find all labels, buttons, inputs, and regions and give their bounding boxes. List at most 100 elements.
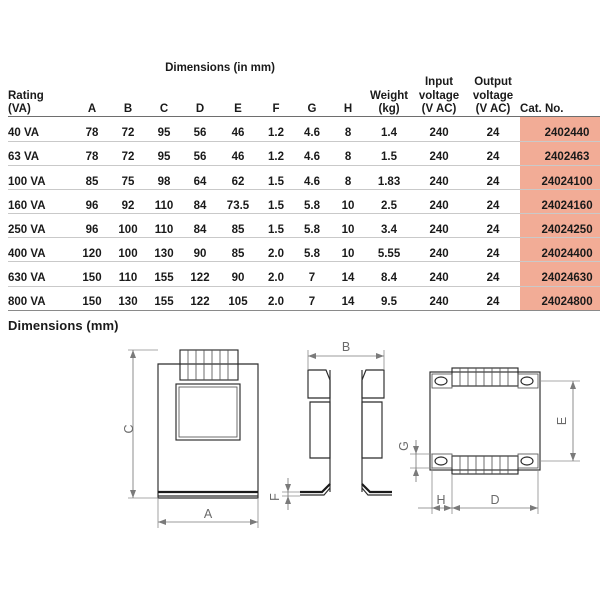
cell-output-voltage: 24 bbox=[466, 286, 521, 311]
col-header-g: G bbox=[294, 76, 330, 118]
cell-b: 130 bbox=[110, 286, 146, 311]
cell-d: 84 bbox=[182, 213, 218, 239]
cell-g: 7 bbox=[294, 286, 330, 311]
table-header: Dimensions (in mm) Rating (VA) A B C D E… bbox=[8, 62, 600, 118]
cell-rating: 250 VA bbox=[8, 213, 74, 239]
cell-rating: 630 VA bbox=[8, 261, 74, 287]
cell-cat-no: 24024250 bbox=[520, 213, 600, 239]
cell-input-voltage: 240 bbox=[412, 213, 467, 239]
cell-d: 84 bbox=[182, 189, 218, 215]
table-group-header-row: Dimensions (in mm) bbox=[8, 62, 600, 76]
cell-g: 4.6 bbox=[294, 165, 330, 190]
cell-weight: 1.83 bbox=[366, 165, 413, 190]
cell-weight: 8.4 bbox=[366, 261, 413, 287]
cell-a: 96 bbox=[74, 189, 110, 215]
cell-c: 95 bbox=[146, 116, 182, 142]
cell-h: 10 bbox=[330, 237, 367, 263]
cell-input-voltage: 240 bbox=[412, 286, 467, 311]
dimensions-section-title: Dimensions (mm) bbox=[8, 318, 119, 333]
cell-output-voltage: 24 bbox=[466, 237, 521, 263]
cell-b: 75 bbox=[110, 165, 146, 190]
col-header-cat-no: Cat. No. bbox=[520, 76, 600, 118]
front-view-drawing: C A bbox=[122, 349, 259, 528]
dimension-drawings: C A bbox=[0, 336, 600, 536]
cell-cat-no: 24024100 bbox=[520, 165, 600, 190]
col-header-b: B bbox=[110, 76, 146, 118]
col-header-input-voltage: Input voltage (V AC) bbox=[412, 76, 467, 118]
cell-e: 85 bbox=[218, 237, 258, 263]
cell-output-voltage: 24 bbox=[466, 189, 521, 215]
cell-b: 72 bbox=[110, 116, 146, 142]
cell-d: 90 bbox=[182, 237, 218, 263]
cell-a: 120 bbox=[74, 237, 110, 263]
col-header-weight: Weight (kg) bbox=[366, 76, 413, 118]
cell-h: 14 bbox=[330, 261, 367, 287]
cell-g: 7 bbox=[294, 261, 330, 287]
cell-c: 110 bbox=[146, 189, 182, 215]
cell-weight: 2.5 bbox=[366, 189, 413, 215]
group-header-blank-weight bbox=[366, 62, 412, 76]
cell-f: 1.5 bbox=[258, 165, 294, 190]
cell-c: 95 bbox=[146, 141, 182, 166]
cell-c: 155 bbox=[146, 286, 182, 311]
cell-a: 78 bbox=[74, 141, 110, 166]
cell-input-voltage: 240 bbox=[412, 141, 467, 166]
cell-g: 5.8 bbox=[294, 213, 330, 239]
col-header-h: H bbox=[330, 76, 367, 118]
cell-g: 5.8 bbox=[294, 189, 330, 215]
cell-weight: 5.55 bbox=[366, 237, 413, 263]
cell-h: 10 bbox=[330, 189, 367, 215]
cell-f: 1.2 bbox=[258, 141, 294, 166]
side-view-drawing: B F bbox=[268, 340, 392, 510]
cell-d: 64 bbox=[182, 165, 218, 190]
cell-d: 56 bbox=[182, 116, 218, 142]
drawings-svg: C A bbox=[122, 340, 580, 528]
cell-b: 92 bbox=[110, 189, 146, 215]
cell-c: 155 bbox=[146, 261, 182, 287]
col-header-d: D bbox=[182, 76, 218, 118]
dim-label-A: A bbox=[204, 507, 213, 521]
cell-a: 85 bbox=[74, 165, 110, 190]
col-header-output-voltage: Output voltage (V AC) bbox=[466, 76, 521, 118]
cell-rating: 160 VA bbox=[8, 189, 74, 215]
cell-d: 56 bbox=[182, 141, 218, 166]
cell-f: 1.5 bbox=[258, 213, 294, 239]
cell-f: 1.5 bbox=[258, 189, 294, 215]
cell-e: 46 bbox=[218, 116, 258, 142]
cell-output-voltage: 24 bbox=[466, 213, 521, 239]
cell-rating: 100 VA bbox=[8, 165, 74, 190]
transformer-spec-table: Dimensions (in mm) Rating (VA) A B C D E… bbox=[8, 62, 600, 311]
cell-h: 10 bbox=[330, 213, 367, 239]
cell-h: 8 bbox=[330, 116, 367, 142]
cell-c: 110 bbox=[146, 213, 182, 239]
cell-output-voltage: 24 bbox=[466, 165, 521, 190]
cell-rating: 800 VA bbox=[8, 286, 74, 311]
dim-label-G: G bbox=[397, 441, 411, 451]
col-header-f: F bbox=[258, 76, 294, 118]
group-header-blank-output bbox=[466, 62, 520, 76]
cell-h: 8 bbox=[330, 165, 367, 190]
cell-weight: 1.4 bbox=[366, 116, 413, 142]
cell-cat-no: 24024630 bbox=[520, 261, 600, 287]
group-header-dimensions: Dimensions (in mm) bbox=[165, 62, 275, 74]
cell-b: 100 bbox=[110, 237, 146, 263]
top-view-drawing: E D H G bbox=[397, 367, 580, 514]
cell-output-voltage: 24 bbox=[466, 261, 521, 287]
spec-table-container: Dimensions (in mm) Rating (VA) A B C D E… bbox=[8, 62, 600, 311]
cell-cat-no: 2402440 bbox=[520, 116, 600, 142]
cell-input-voltage: 240 bbox=[412, 189, 467, 215]
dim-label-C: C bbox=[122, 424, 136, 433]
cell-d: 122 bbox=[182, 286, 218, 311]
cell-cat-no: 24024160 bbox=[520, 189, 600, 215]
col-header-a: A bbox=[74, 76, 110, 118]
cell-c: 98 bbox=[146, 165, 182, 190]
dim-label-E: E bbox=[555, 417, 569, 425]
